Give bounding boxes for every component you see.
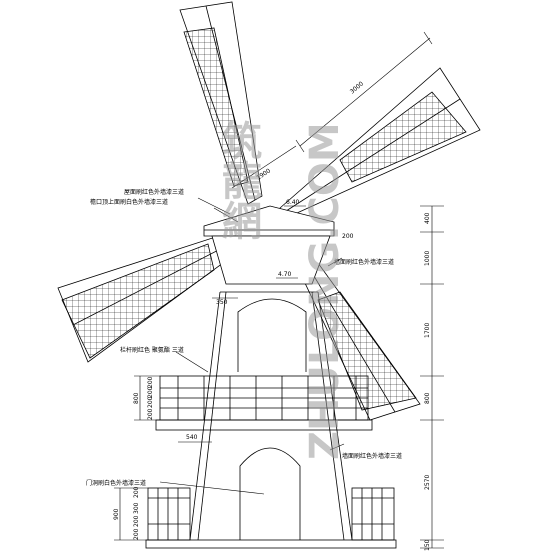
dim-right-1700: 1700 <box>424 323 431 338</box>
sail-upper-right-lattice <box>339 91 467 183</box>
dim-blade-length: 3000 <box>349 80 365 95</box>
sail-upper-left-lattice <box>183 27 249 187</box>
cap-body <box>211 235 331 285</box>
dim-base-b: 300 <box>133 502 140 514</box>
dim-railing-offset: 540 <box>186 434 198 441</box>
dimension-labels: 3000 1900 6.40 200 4.70 350 540 400 1000… <box>113 80 431 551</box>
watermark: 筑龍網 ZHULONG.COM <box>215 120 348 460</box>
sail-upper-left <box>179 1 263 205</box>
balcony-railing <box>155 375 373 431</box>
dim-right-150: 150 <box>424 539 431 551</box>
dim-rail-c: 200 <box>147 396 154 408</box>
note-railing-paint: 栏杆刷红色 聚氨酯 三道 <box>120 346 184 354</box>
dim-rail-b: 200 <box>147 386 154 398</box>
tower-right-edge <box>317 291 353 541</box>
watermark-url: ZHULONG.COM <box>302 122 348 460</box>
dim-cap-width: 350 <box>216 299 228 306</box>
dim-right-800: 800 <box>424 392 431 404</box>
upper-doorway <box>237 298 307 372</box>
note-wall-paint: 墙面刷红色外墙漆三道 <box>334 258 394 266</box>
note-roof-paint: 屋面刷红色外墙漆三道 <box>124 188 184 196</box>
note-eave-paint: 檐口顶上面刷白色外墙漆三道 <box>90 198 168 206</box>
lower-doorway <box>239 447 301 540</box>
notes: 屋面刷红色外墙漆三道 檐口顶上面刷白色外墙漆三道 墙面刷红色外墙漆三道 栏杆刷红… <box>86 188 402 487</box>
note-door-paint: 门洞刷白色外墙漆三道 <box>86 479 146 487</box>
dim-cap-level: 4.70 <box>278 271 292 278</box>
base-fence-right <box>351 487 395 541</box>
base-fence-left <box>147 487 191 541</box>
ground <box>145 539 397 549</box>
dim-right-2570: 2570 <box>424 475 431 490</box>
sail-lower-right-lattice <box>317 291 417 411</box>
dim-eave-level: 6.40 <box>286 199 300 206</box>
dim-rail-total: 800 <box>133 392 140 404</box>
dim-base-d: 200 <box>133 528 140 540</box>
dim-base-c: 200 <box>133 515 140 527</box>
sail-lower-left-lattice <box>61 243 215 359</box>
watermark-vertical: 筑龍網 <box>215 120 262 240</box>
dim-right-400: 400 <box>424 212 431 224</box>
dim-right-1000: 1000 <box>424 251 431 266</box>
tower-left-edge <box>189 291 221 541</box>
sails <box>57 1 481 421</box>
dim-hub-offset: 200 <box>342 233 354 240</box>
dim-rail-d: 200 <box>147 408 154 420</box>
dim-base-total: 900 <box>113 508 120 520</box>
dimension-lines <box>114 31 444 549</box>
tower <box>189 291 353 541</box>
cap-roof <box>203 205 335 237</box>
note-base-wall-paint: 墙面刷红色外墙漆三道 <box>342 452 402 460</box>
cap <box>203 205 335 285</box>
dim-base-a: 200 <box>133 486 140 498</box>
dim-rail-a: 200 <box>147 376 154 388</box>
